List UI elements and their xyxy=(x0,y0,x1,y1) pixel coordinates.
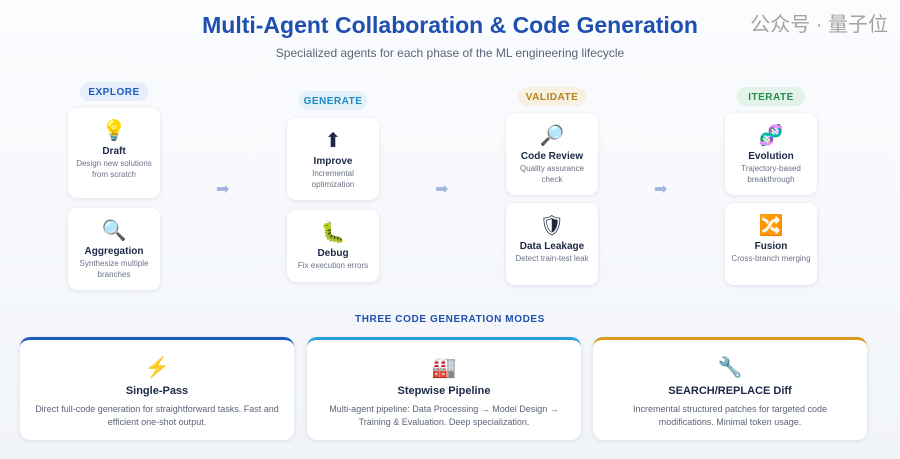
shuffle-icon: 🔀 xyxy=(758,215,784,237)
modes-title: THREE CODE GENERATION MODES xyxy=(355,314,545,325)
mode-name: Single-Pass xyxy=(125,385,189,397)
arrow-right-icon: ➡ xyxy=(654,181,668,198)
agent-name: Debug xyxy=(317,248,349,259)
agent-desc: Design new solutions from scratch xyxy=(76,159,152,179)
agent-name: Draft xyxy=(102,146,126,157)
agent-desc: Trajectory-based breakthrough xyxy=(741,164,801,184)
phase-badge-generate: GENERATE xyxy=(299,91,367,110)
agent-desc: Quality assurance check xyxy=(519,164,585,184)
magnifier-icon: 🔍 xyxy=(101,220,127,242)
bug-icon: 🐛 xyxy=(320,222,346,244)
mode-name: SEARCH/REPLACE Diff xyxy=(668,385,792,397)
wrench-icon: 🔧 xyxy=(717,357,743,379)
mode-desc: Incremental structured patches for targe… xyxy=(632,404,828,427)
lightning-icon: ⚡ xyxy=(144,357,170,379)
agent-name: Evolution xyxy=(748,151,794,162)
shield-icon: 🛡 xyxy=(539,215,565,237)
arrow-right-icon: ➡ xyxy=(216,181,230,198)
mode-name: Stepwise Pipeline xyxy=(397,385,491,397)
magnifier-icon: 🔎 xyxy=(539,125,565,147)
agent-desc: Detect train-test leak xyxy=(515,254,589,263)
dna-icon: 🧬 xyxy=(758,125,784,147)
agent-name: Data Leakage xyxy=(519,241,585,252)
page-subtitle: Specialized agents for each phase of the… xyxy=(275,46,625,60)
phase-badge-validate: VALIDATE xyxy=(518,87,586,106)
agent-desc: Incremental optimization xyxy=(311,169,355,189)
phase-badge-explore: EXPLORE xyxy=(80,82,148,101)
arrow-right-icon: ➡ xyxy=(435,181,449,198)
phase-badge-iterate: ITERATE xyxy=(737,87,805,106)
agent-name: Improve xyxy=(313,156,353,167)
mode-desc: Multi-agent pipeline: Data Processing → … xyxy=(329,404,559,427)
page-title: Multi-Agent Collaboration & Code Generat… xyxy=(202,12,698,38)
agent-name: Code Review xyxy=(520,151,584,162)
watermark: 公众号 · 量子位 xyxy=(750,14,888,36)
agent-desc: Cross-branch merging xyxy=(731,254,811,263)
factory-icon: 🏭 xyxy=(431,357,457,379)
agent-desc: Synthesize multiple branches xyxy=(79,259,149,279)
agent-desc: Fix execution errors xyxy=(297,261,369,270)
mode-desc: Direct full-code generation for straight… xyxy=(35,404,279,427)
agent-name: Aggregation xyxy=(84,246,144,257)
up-arrow-icon: ⬆ xyxy=(324,130,342,152)
lightbulb-icon: 💡 xyxy=(101,120,127,142)
agent-name: Fusion xyxy=(754,241,788,252)
